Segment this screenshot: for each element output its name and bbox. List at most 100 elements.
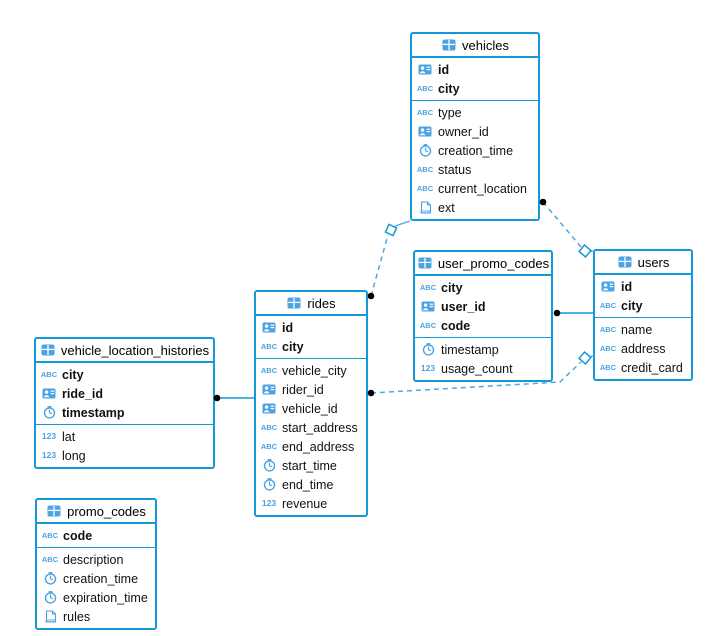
clock-icon bbox=[417, 144, 433, 157]
column-name: usage_count bbox=[441, 361, 513, 376]
columns-section: ABC description creation_time expiration_ti… bbox=[37, 548, 155, 628]
id-card-icon bbox=[420, 301, 436, 312]
column-name: vehicle_id bbox=[282, 401, 338, 416]
text-icon: ABC bbox=[260, 422, 278, 432]
table-header[interactable]: promo_codes bbox=[37, 500, 155, 524]
column-row-current_location[interactable]: ABC current_location bbox=[412, 179, 538, 198]
column-row-start_address[interactable]: ABC start_address bbox=[256, 418, 366, 437]
svg-text:JSON: JSON bbox=[419, 209, 430, 214]
table-header[interactable]: users bbox=[595, 251, 691, 275]
column-name: description bbox=[63, 552, 124, 567]
column-row-ride_id[interactable]: ride_id bbox=[36, 384, 213, 403]
column-name: long bbox=[62, 448, 86, 463]
column-row-description[interactable]: ABC description bbox=[37, 550, 155, 569]
column-row-timestamp[interactable]: timestamp bbox=[36, 403, 213, 422]
table-icon bbox=[417, 257, 433, 269]
id-card-icon bbox=[261, 403, 277, 414]
table-icon bbox=[441, 39, 457, 51]
number-icon: 123 bbox=[41, 450, 57, 461]
column-row-end_time[interactable]: end_time bbox=[256, 475, 366, 494]
column-row-credit_card[interactable]: ABC credit_card bbox=[595, 358, 691, 377]
table-header[interactable]: user_promo_codes bbox=[415, 252, 551, 276]
column-name: start_time bbox=[282, 458, 337, 473]
table-header[interactable]: rides bbox=[256, 292, 366, 316]
column-row-id[interactable]: id bbox=[256, 318, 366, 337]
text-icon: ABC bbox=[260, 441, 278, 451]
column-name: user_id bbox=[441, 299, 486, 314]
column-row-id[interactable]: id bbox=[412, 60, 538, 79]
column-row-start_time[interactable]: start_time bbox=[256, 456, 366, 475]
column-name: owner_id bbox=[438, 124, 489, 139]
id-card-icon bbox=[417, 126, 433, 137]
table-icon bbox=[46, 505, 62, 517]
number-icon: 123 bbox=[261, 498, 277, 509]
column-name: ext bbox=[438, 200, 455, 215]
text-icon: ABC bbox=[419, 282, 437, 292]
table-name: promo_codes bbox=[67, 503, 146, 519]
column-row-vehicle_id[interactable]: vehicle_id bbox=[256, 399, 366, 418]
column-name: start_address bbox=[282, 420, 358, 435]
column-name: end_time bbox=[282, 477, 334, 492]
text-icon: ABC bbox=[41, 554, 59, 564]
column-row-owner_id[interactable]: owner_id bbox=[412, 122, 538, 141]
column-row-id[interactable]: id bbox=[595, 277, 691, 296]
column-row-ext[interactable]: JSON ext bbox=[412, 198, 538, 217]
column-row-creation_time[interactable]: creation_time bbox=[37, 569, 155, 588]
column-name: credit_card bbox=[621, 360, 683, 375]
column-name: type bbox=[438, 105, 462, 120]
table-header[interactable]: vehicles bbox=[412, 34, 538, 58]
text-icon: ABC bbox=[599, 343, 617, 353]
id-card-icon bbox=[261, 384, 277, 395]
column-name: current_location bbox=[438, 181, 527, 196]
column-name: id bbox=[282, 320, 294, 335]
column-row-rider_id[interactable]: rider_id bbox=[256, 380, 366, 399]
text-icon: ABC bbox=[599, 362, 617, 372]
column-row-long[interactable]: 123 long bbox=[36, 446, 213, 465]
column-row-expiration_time[interactable]: expiration_time bbox=[37, 588, 155, 607]
text-icon: ABC bbox=[260, 365, 278, 375]
column-name: timestamp bbox=[62, 405, 125, 420]
column-name: code bbox=[441, 318, 471, 333]
column-row-creation_time[interactable]: creation_time bbox=[412, 141, 538, 160]
column-row-city[interactable]: ABC city bbox=[36, 365, 213, 384]
table-name: users bbox=[637, 254, 670, 270]
table-name: rides bbox=[307, 295, 336, 311]
text-icon: ABC bbox=[416, 183, 434, 193]
table-header[interactable]: vehicle_location_histories bbox=[36, 339, 213, 363]
column-row-user_id[interactable]: user_id bbox=[415, 297, 551, 316]
column-name: rider_id bbox=[282, 382, 324, 397]
column-name: lat bbox=[62, 429, 76, 444]
column-name: city bbox=[62, 367, 84, 382]
text-icon: ABC bbox=[41, 530, 59, 540]
column-row-timestamp[interactable]: timestamp bbox=[415, 340, 551, 359]
text-icon: ABC bbox=[40, 369, 58, 379]
column-name: creation_time bbox=[63, 571, 139, 586]
